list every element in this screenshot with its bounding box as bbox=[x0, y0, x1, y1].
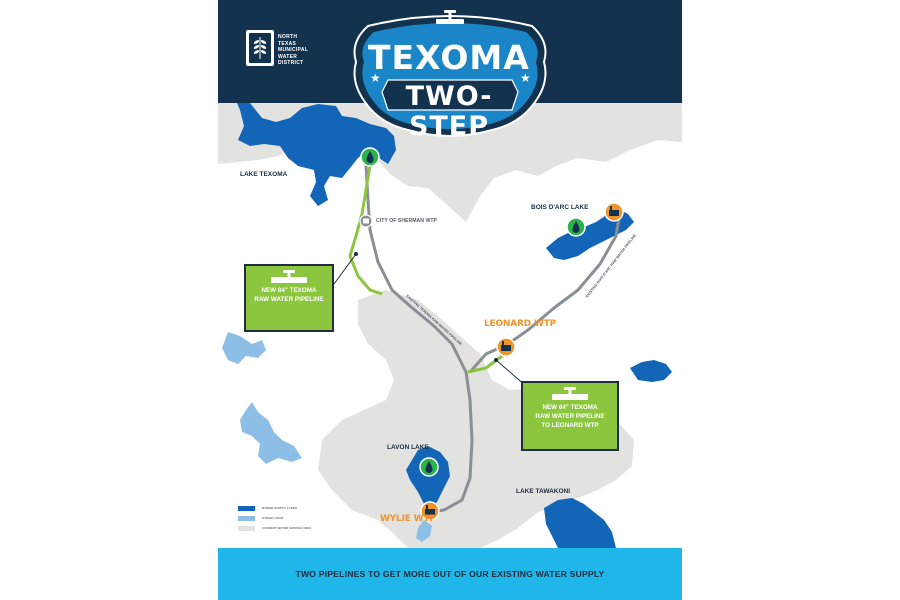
logo-mark bbox=[246, 30, 274, 66]
lavon-lake-shape bbox=[406, 446, 450, 510]
callout-leader-1 bbox=[333, 253, 357, 285]
star-icon-left: ★ bbox=[370, 71, 381, 85]
legend-label: NTMWD SUPPLY LAKES bbox=[262, 506, 298, 510]
title-badge: ★ ★ bbox=[353, 10, 547, 137]
legend-label: OTHER LAKES bbox=[262, 516, 284, 520]
logo-line: DISTRICT bbox=[278, 60, 304, 67]
star-icon-right: ★ bbox=[520, 71, 531, 85]
legend-swatch bbox=[238, 515, 255, 521]
wheat-leaf-icon bbox=[253, 37, 267, 59]
existing-texoma-pipeline bbox=[364, 164, 474, 514]
lake-marker-bois-darc bbox=[566, 217, 586, 237]
callout-new-texoma-pipeline: NEW 84" TEXOMA RAW WATER PIPELINE bbox=[244, 264, 334, 332]
legend-item: NTMWD SUPPLY LAKES bbox=[238, 503, 311, 513]
valve-icon-title bbox=[436, 10, 464, 24]
lake-tawakoni-shape bbox=[544, 498, 616, 548]
logo-line: TEXAS bbox=[278, 40, 297, 47]
lake-marker-texoma bbox=[360, 147, 380, 167]
logo-text: NORTH TEXAS MUNICIPAL WATER DISTRICT bbox=[278, 34, 338, 67]
label-wylie-wtp: WYLIE WTP bbox=[380, 514, 436, 524]
bois-darc-wtp-marker bbox=[604, 202, 624, 222]
logo-line: WATER bbox=[278, 53, 298, 60]
east-lake-shape bbox=[630, 360, 672, 382]
service-area-south bbox=[318, 290, 634, 548]
legend-item: CURRENT WATER SERVICE AREA bbox=[238, 523, 311, 533]
title-line-2: TWO-STEP bbox=[405, 81, 493, 142]
other-lake-southwest bbox=[222, 332, 266, 364]
sherman-wtp-marker bbox=[359, 214, 373, 228]
existing-bois-darc-pipeline bbox=[468, 211, 622, 373]
pipe-valve-icon bbox=[271, 270, 307, 283]
title-line-1: TEXOMA bbox=[368, 38, 530, 77]
label-lake-texoma: LAKE TEXOMA bbox=[240, 171, 288, 178]
legend-swatch bbox=[238, 525, 255, 531]
footer-text: TWO PIPELINES TO GET MORE OUT OF OUR EXI… bbox=[295, 569, 605, 579]
poster: ★ ★ bbox=[218, 0, 682, 600]
bois-darc-lake-shape bbox=[546, 210, 634, 260]
logo-line: MUNICIPAL bbox=[278, 47, 309, 54]
lake-marker-lavon bbox=[419, 457, 439, 477]
legend-swatch bbox=[238, 505, 255, 511]
label-bois-darc-lake: BOIS D'ARC LAKE bbox=[531, 204, 589, 211]
other-lake-west bbox=[240, 402, 302, 464]
label-sherman-wtp: CITY OF SHERMAN WTP bbox=[376, 218, 438, 224]
legend-label: CURRENT WATER SERVICE AREA bbox=[262, 526, 312, 530]
new-texoma-pipeline bbox=[348, 164, 383, 296]
map-legend: NTMWD SUPPLY LAKES OTHER LAKES CURRENT W… bbox=[238, 503, 311, 533]
label-leonard-wtp: LEONARD WTP bbox=[484, 319, 557, 329]
callout-line: NEW 84" TEXOMA bbox=[261, 287, 317, 294]
logo-line: NORTH bbox=[278, 34, 298, 40]
legend-item: OTHER LAKES bbox=[238, 513, 311, 523]
callout-line: RAW WATER PIPELINE bbox=[535, 413, 605, 420]
callout-line: TO LEONARD WTP bbox=[541, 422, 599, 429]
pipe-valve-icon bbox=[552, 387, 588, 400]
callout-line: RAW WATER PIPELINE bbox=[254, 296, 324, 303]
callout-line: NEW 84" TEXOMA bbox=[542, 404, 598, 411]
lake-texoma-shape bbox=[234, 96, 396, 206]
map-canvas: ★ ★ bbox=[218, 0, 682, 548]
other-lake-wylie bbox=[416, 520, 432, 542]
label-lake-tawakoni: LAKE TAWAKONI bbox=[516, 488, 571, 495]
callout-new-leonard-pipeline: NEW 84" TEXOMA RAW WATER PIPELINE TO LEO… bbox=[521, 381, 619, 451]
leonard-wtp-marker bbox=[496, 337, 516, 357]
wylie-wtp-marker bbox=[420, 501, 440, 521]
label-lavon-lake: LAVON LAKE bbox=[387, 444, 429, 451]
footer-banner: TWO PIPELINES TO GET MORE OUT OF OUR EXI… bbox=[218, 548, 682, 600]
